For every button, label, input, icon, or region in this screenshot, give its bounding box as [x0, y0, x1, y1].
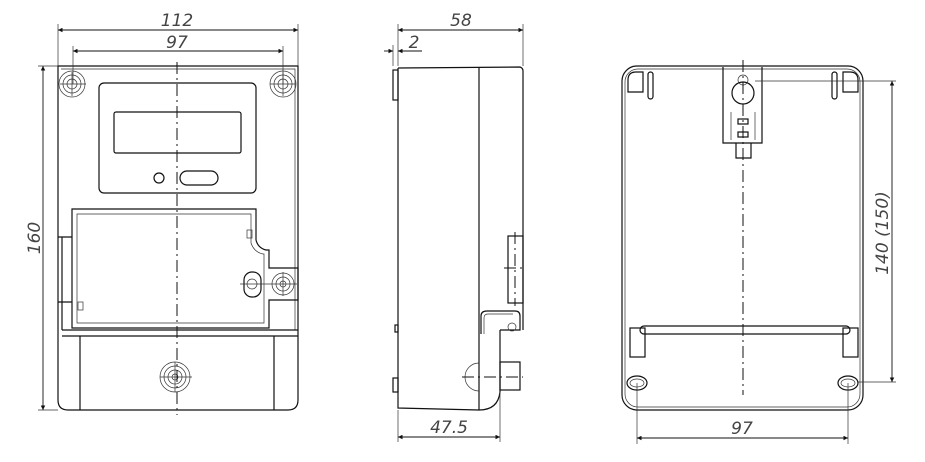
front-view: 112 97 160	[25, 11, 299, 415]
dimension-flange-offset: 2	[409, 33, 420, 53]
side-outline	[397, 66, 524, 330]
button-oval	[179, 170, 219, 186]
dimension-height-overall: 160	[25, 222, 45, 254]
terminal-cover	[71, 208, 299, 329]
dimension-depth-overall: 58	[450, 11, 472, 31]
seal-oval	[243, 271, 262, 298]
display-panel	[98, 82, 257, 194]
dimension-hole-spacing: 97	[166, 33, 188, 53]
din-rail-slot	[639, 325, 851, 335]
dimension-vertical-spacing: 140 (150)	[873, 191, 893, 275]
side-view: 58 2 47.5	[384, 11, 526, 442]
dimension-depth-body: 47.5	[430, 418, 468, 438]
rear-view: 97 140 (150)	[621, 60, 896, 444]
dimension-width-overall: 112	[161, 11, 193, 31]
hook	[480, 310, 521, 334]
indicator-led	[153, 172, 165, 184]
front-outline	[57, 65, 299, 411]
screw-icon	[507, 322, 517, 332]
screw-icon	[159, 272, 297, 393]
dimension-rear-hole-spacing: 97	[731, 419, 753, 439]
